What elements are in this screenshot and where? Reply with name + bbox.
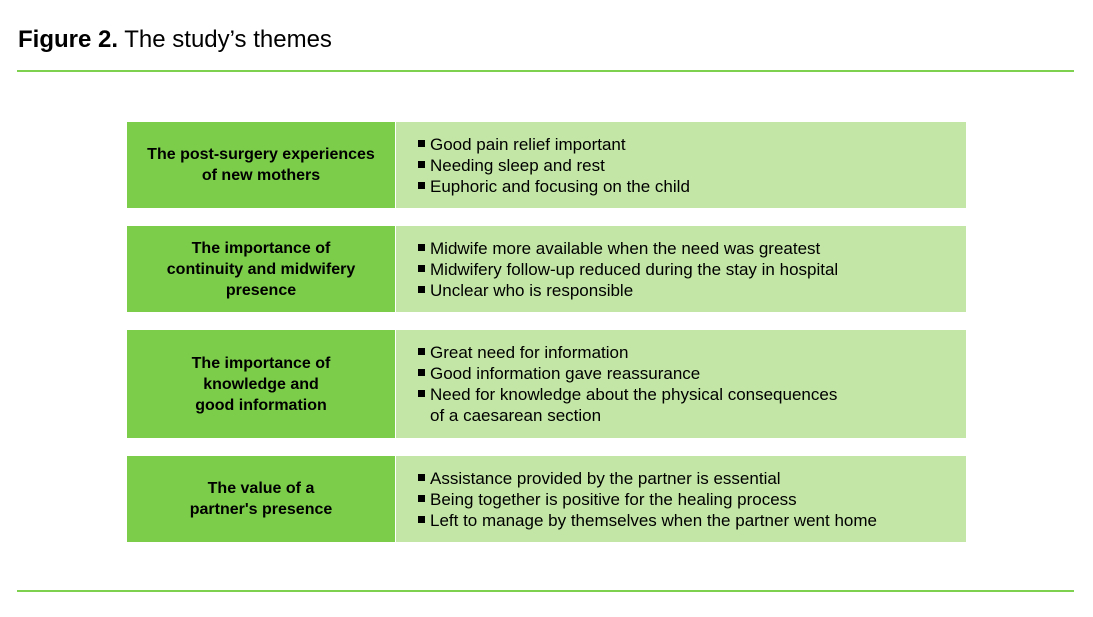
theme-row-post-surgery: The post-surgery experiences of new moth…	[127, 122, 966, 208]
theme-item: Assistance provided by the partner is es…	[418, 468, 966, 489]
theme-item-text: Needing sleep and rest	[430, 155, 605, 175]
theme-item-text: Great need for information	[430, 343, 629, 362]
theme-title-box: The post-surgery experiences of new moth…	[127, 122, 395, 208]
theme-item-continuation: of a caesarean section	[430, 406, 602, 425]
theme-item: Unclear who is responsible	[418, 280, 966, 301]
top-divider	[17, 70, 1074, 72]
theme-title-line: of new mothers	[201, 167, 321, 184]
theme-items-box: Good pain relief important Needing sleep…	[396, 122, 966, 208]
theme-item: Being together is positive for the heali…	[418, 489, 966, 510]
square-bullet-icon	[418, 264, 425, 272]
theme-item-text: Being together is positive for the heali…	[430, 489, 797, 509]
theme-item-text: Midwifery follow-up reduced during the s…	[430, 259, 839, 279]
theme-item-text: Left to manage by themselves when the pa…	[430, 510, 877, 530]
theme-row-partner: The value of a partner's presence Assist…	[127, 456, 966, 542]
theme-title-line: The post-surgery experiences	[147, 146, 375, 163]
theme-item: Needing sleep and rest	[418, 155, 966, 176]
theme-item-text: Euphoric and focusing on the child	[430, 176, 690, 196]
theme-item-text: Good information gave reassurance	[430, 364, 701, 383]
theme-title-line: The value of a	[207, 480, 315, 497]
theme-item-text: Good pain relief important	[430, 134, 626, 154]
square-bullet-icon	[418, 390, 425, 397]
square-bullet-icon	[418, 473, 425, 481]
square-bullet-icon	[418, 139, 425, 147]
theme-title-box: The importance of knowledge and good inf…	[127, 330, 395, 438]
theme-row-continuity: The importance of continuity and midwife…	[127, 226, 966, 312]
square-bullet-icon	[418, 243, 425, 251]
theme-title-box: The importance of continuity and midwife…	[127, 226, 395, 312]
square-bullet-icon	[418, 285, 425, 293]
theme-item: Need for knowledge about the physical co…	[418, 384, 966, 405]
square-bullet-icon	[418, 369, 425, 376]
theme-title-line: continuity and midwifery	[166, 260, 356, 278]
square-bullet-icon	[418, 181, 425, 189]
theme-item: Euphoric and focusing on the child	[418, 176, 966, 197]
square-bullet-icon	[418, 160, 425, 168]
theme-row-knowledge: The importance of knowledge and good inf…	[127, 330, 966, 438]
theme-title-line: good information	[195, 396, 327, 414]
theme-item-text: Midwife more available when the need was…	[430, 238, 821, 258]
theme-item: Good pain relief important	[418, 134, 966, 155]
theme-item-text: Assistance provided by the partner is es…	[430, 468, 781, 488]
figure-title: The study’s themes	[124, 26, 332, 53]
theme-item: Midwife more available when the need was…	[418, 238, 966, 259]
figure-label: Figure 2.	[18, 26, 119, 53]
theme-items-box: Assistance provided by the partner is es…	[396, 456, 966, 542]
square-bullet-icon	[418, 515, 425, 523]
theme-item: Left to manage by themselves when the pa…	[418, 510, 966, 531]
figure-caption: Figure 2. The study’s themes	[18, 25, 332, 55]
theme-title-box: The value of a partner's presence	[127, 456, 395, 542]
theme-item: Great need for information	[418, 342, 966, 363]
theme-item: Good information gave reassurance	[418, 363, 966, 384]
theme-title-line: presence	[225, 281, 297, 299]
theme-item: Midwifery follow-up reduced during the s…	[418, 259, 966, 280]
theme-title-line: partner's presence	[189, 501, 333, 518]
theme-items-box: Midwife more available when the need was…	[396, 226, 966, 312]
theme-title-line: knowledge and	[203, 375, 319, 393]
theme-item-text: Unclear who is responsible	[430, 280, 634, 300]
square-bullet-icon	[418, 348, 425, 355]
theme-items-box: Great need for information Good informat…	[396, 330, 966, 438]
theme-title-line: The importance of	[191, 354, 331, 372]
bottom-divider	[17, 590, 1074, 592]
square-bullet-icon	[418, 494, 425, 502]
theme-item-text: Need for knowledge about the physical co…	[430, 385, 838, 404]
theme-title-line: The importance of	[191, 239, 331, 257]
